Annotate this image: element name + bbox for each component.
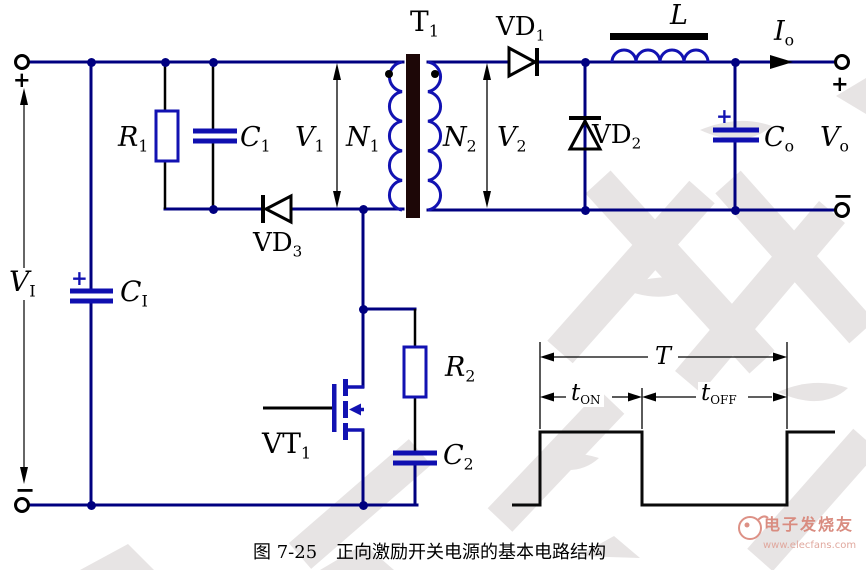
junction-dot <box>358 304 368 314</box>
capacitor-co <box>713 127 759 143</box>
v2-arrow <box>483 63 491 208</box>
label-vd2: VD2 <box>592 120 642 153</box>
figure-number: 图 7-25 <box>253 542 318 563</box>
label-vo: Vo <box>820 122 849 156</box>
label-t-on: tON <box>568 382 604 408</box>
timing-square-wave <box>512 430 835 507</box>
transformer-secondary-winding <box>427 60 443 212</box>
polarity-dot-primary <box>385 70 393 78</box>
elecfans-brand-text: 电子发烧友 <box>764 515 855 534</box>
label-c2: C2 <box>443 440 474 474</box>
v1-arrow <box>333 63 341 208</box>
label-r1: R1 <box>118 122 149 156</box>
label-ci: CI <box>120 275 148 311</box>
output-terminal-positive[interactable] <box>834 54 850 70</box>
label-vd3: VD3 <box>253 228 303 261</box>
junction-dot <box>160 57 170 67</box>
output-plus-sign: + <box>831 72 849 96</box>
label-t1: T1 <box>410 5 440 41</box>
polarity-dot-secondary <box>431 70 439 78</box>
resistor-r1 <box>154 109 180 163</box>
ci-plus-sign: + <box>71 266 88 290</box>
junction-dot <box>208 57 218 67</box>
output-terminal-negative[interactable] <box>834 202 850 218</box>
label-io: Io <box>774 16 795 50</box>
label-vt1: VT1 <box>262 427 312 463</box>
component-leads <box>163 62 417 451</box>
input-minus-sign: − <box>15 476 36 504</box>
junction-dot <box>730 205 740 215</box>
label-co: Co <box>764 122 795 156</box>
label-period-t: T <box>652 344 675 368</box>
junction-dot <box>208 204 218 214</box>
label-r2: R2 <box>445 352 476 386</box>
co-plus-sign: + <box>716 104 733 128</box>
elecfans-site-url: www.elecfans.com <box>763 540 857 551</box>
label-n1: N1 <box>346 122 380 156</box>
diode-vd2 <box>567 116 603 151</box>
label-t-off: tOFF <box>698 382 740 408</box>
timing-extension-lines <box>539 342 788 429</box>
transformer-core <box>406 54 420 218</box>
junction-dot <box>86 500 96 510</box>
transformer-primary-winding <box>387 60 403 212</box>
inductor-core-bar <box>610 33 708 40</box>
label-vd1: VD1 <box>496 12 546 45</box>
input-terminal-positive[interactable] <box>14 54 30 70</box>
label-v1: V1 <box>295 122 325 156</box>
junction-dot <box>580 57 590 67</box>
label-c1: C1 <box>240 122 271 156</box>
inductor-coil <box>610 48 710 63</box>
io-arrow <box>770 55 793 69</box>
resistor-r2 <box>402 345 428 399</box>
input-terminal-negative[interactable] <box>14 497 30 513</box>
timing-period-dimension <box>540 352 787 362</box>
junction-dot <box>730 57 740 67</box>
elecfans-logo-icon <box>738 515 769 540</box>
label-v2: V2 <box>497 122 527 156</box>
capacitor-c2 <box>393 450 437 466</box>
junction-dot <box>358 500 368 510</box>
label-vi: VI <box>6 268 39 300</box>
mosfet-vt1 <box>332 379 364 440</box>
figure-title: 正向激励开关电源的基本电路结构 <box>336 542 606 563</box>
label-l: L <box>670 0 688 31</box>
capacitor-c1 <box>193 128 237 144</box>
label-n2: N2 <box>443 122 477 156</box>
junction-dot <box>580 205 590 215</box>
junction-dot <box>358 204 368 214</box>
timing-toff-dimension <box>642 392 787 402</box>
junction-dot <box>86 57 96 67</box>
capacitor-ci <box>70 288 113 304</box>
input-plus-sign: + <box>13 68 31 92</box>
diode-vd1 <box>507 45 539 79</box>
output-minus-sign: − <box>833 182 854 210</box>
timing-ton-dimension <box>540 392 642 402</box>
diode-vd3 <box>261 193 293 225</box>
